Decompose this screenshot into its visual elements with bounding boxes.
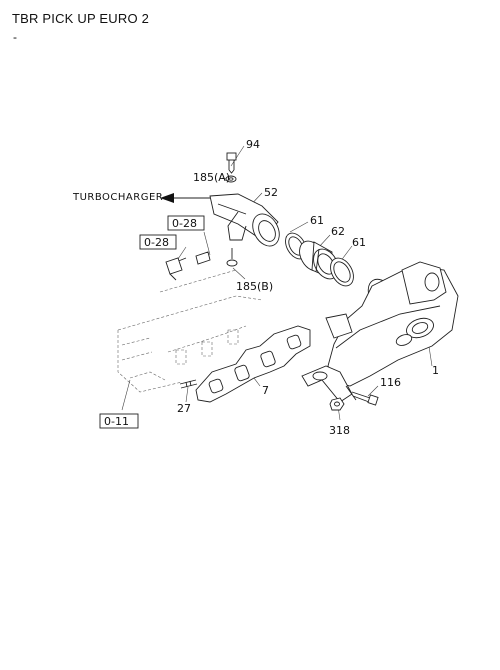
callout-185b[interactable]: 185(B) — [236, 280, 273, 293]
seal-ring-61b-shape — [330, 257, 354, 287]
nut-318-shape — [329, 397, 345, 411]
engine-block-outline — [117, 269, 263, 393]
exhaust-manifold-1-shape — [301, 261, 459, 403]
ref-box-028-a — [167, 215, 205, 231]
bolt-116-shape — [351, 391, 379, 406]
bolt-94-shape — [226, 152, 237, 174]
ref-011[interactable]: 0-11 — [104, 415, 129, 428]
callout-52[interactable]: 52 — [264, 186, 278, 199]
stud-27-shape — [179, 379, 198, 389]
callout-94[interactable]: 94 — [246, 138, 260, 151]
turbocharger-arrow — [160, 193, 218, 203]
outlet-pipe-52-shape — [209, 193, 280, 247]
page-subtitle: - — [13, 30, 17, 44]
turbocharger-label: TURBOCHARGER — [72, 192, 163, 203]
callout-27[interactable]: 27 — [177, 402, 191, 415]
callout-1[interactable]: 1 — [432, 364, 439, 377]
ref-box-011 — [99, 413, 139, 429]
ref-028-b[interactable]: 0-28 — [144, 236, 169, 249]
callout-61-b[interactable]: 61 — [352, 236, 366, 249]
callout-185a[interactable]: 185(A) — [193, 171, 230, 184]
callout-61-a[interactable]: 61 — [310, 214, 324, 227]
washer-185b-shape — [226, 248, 238, 267]
callout-318[interactable]: 318 — [329, 424, 350, 437]
ref-box-028-b — [139, 234, 177, 250]
page-title: TBR PICK UP EURO 2 — [12, 11, 150, 26]
washer-185a-shape — [225, 175, 237, 183]
ref-028-a[interactable]: 0-28 — [172, 217, 197, 230]
callout-7[interactable]: 7 — [262, 384, 269, 397]
gasket-7-shape — [195, 325, 311, 403]
callout-62[interactable]: 62 — [331, 225, 345, 238]
callout-116[interactable]: 116 — [380, 376, 401, 389]
fitting-hose-shape — [165, 251, 211, 281]
